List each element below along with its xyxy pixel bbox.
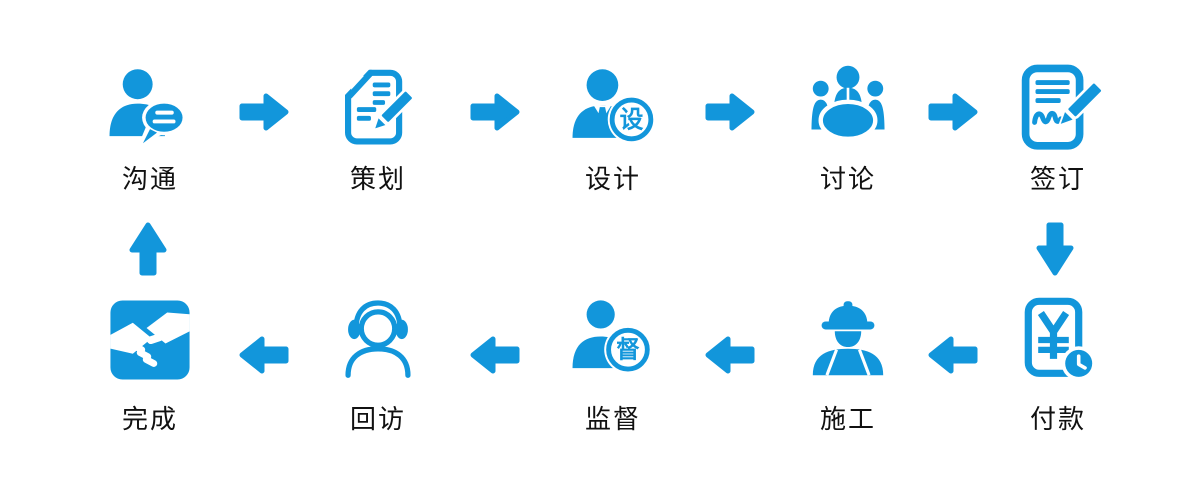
- step-sign: 签订: [968, 62, 1148, 192]
- step-pay: 付款: [968, 294, 1148, 432]
- step-label: 付款: [1029, 404, 1086, 434]
- step-label: 施工: [819, 404, 876, 434]
- headset-person-icon: [345, 300, 411, 378]
- meeting-table-icon: [808, 65, 888, 141]
- step-label: 回访: [349, 404, 406, 434]
- document-pen-icon: [339, 65, 415, 145]
- step-supervise: 督 监督: [523, 294, 703, 432]
- step-communicate: 沟通: [60, 62, 240, 192]
- badge-char: 设: [620, 106, 644, 133]
- step-design: 设 设计: [523, 62, 703, 192]
- step-label: 完成: [121, 404, 178, 434]
- step-label: 策划: [349, 164, 406, 194]
- arrow-left-icon: [928, 334, 978, 376]
- arrow-right-icon: [470, 91, 520, 133]
- supervisor-badge-icon: 督: [572, 300, 652, 374]
- step-label: 设计: [584, 164, 641, 194]
- step-discuss: 讨论: [758, 62, 938, 192]
- arrow-right-icon: [705, 91, 755, 133]
- step-label: 讨论: [819, 164, 876, 194]
- contract-sign-icon: [1021, 64, 1103, 150]
- arrow-left-icon: [470, 334, 520, 376]
- step-plan: 策划: [288, 62, 468, 192]
- designer-badge-icon: 设: [572, 69, 656, 144]
- payment-clock-icon: [1024, 297, 1096, 381]
- construction-worker-icon: [812, 301, 884, 376]
- arrow-left-icon: [705, 334, 755, 376]
- step-construct: 施工: [758, 294, 938, 432]
- handshake-icon: [110, 300, 190, 380]
- arrow-right-icon: [239, 91, 289, 133]
- step-label: 沟通: [121, 164, 178, 194]
- arrow-right-icon: [928, 91, 978, 133]
- arrow-up-icon: [127, 220, 169, 276]
- person-chat-icon: [109, 69, 187, 147]
- arrow-down-icon: [1034, 222, 1076, 278]
- step-revisit: 回访: [288, 294, 468, 432]
- step-complete: 完成: [60, 294, 240, 432]
- step-label: 签订: [1029, 164, 1086, 194]
- badge-char: 督: [616, 337, 640, 364]
- arrow-left-icon: [239, 334, 289, 376]
- step-label: 监督: [584, 404, 641, 434]
